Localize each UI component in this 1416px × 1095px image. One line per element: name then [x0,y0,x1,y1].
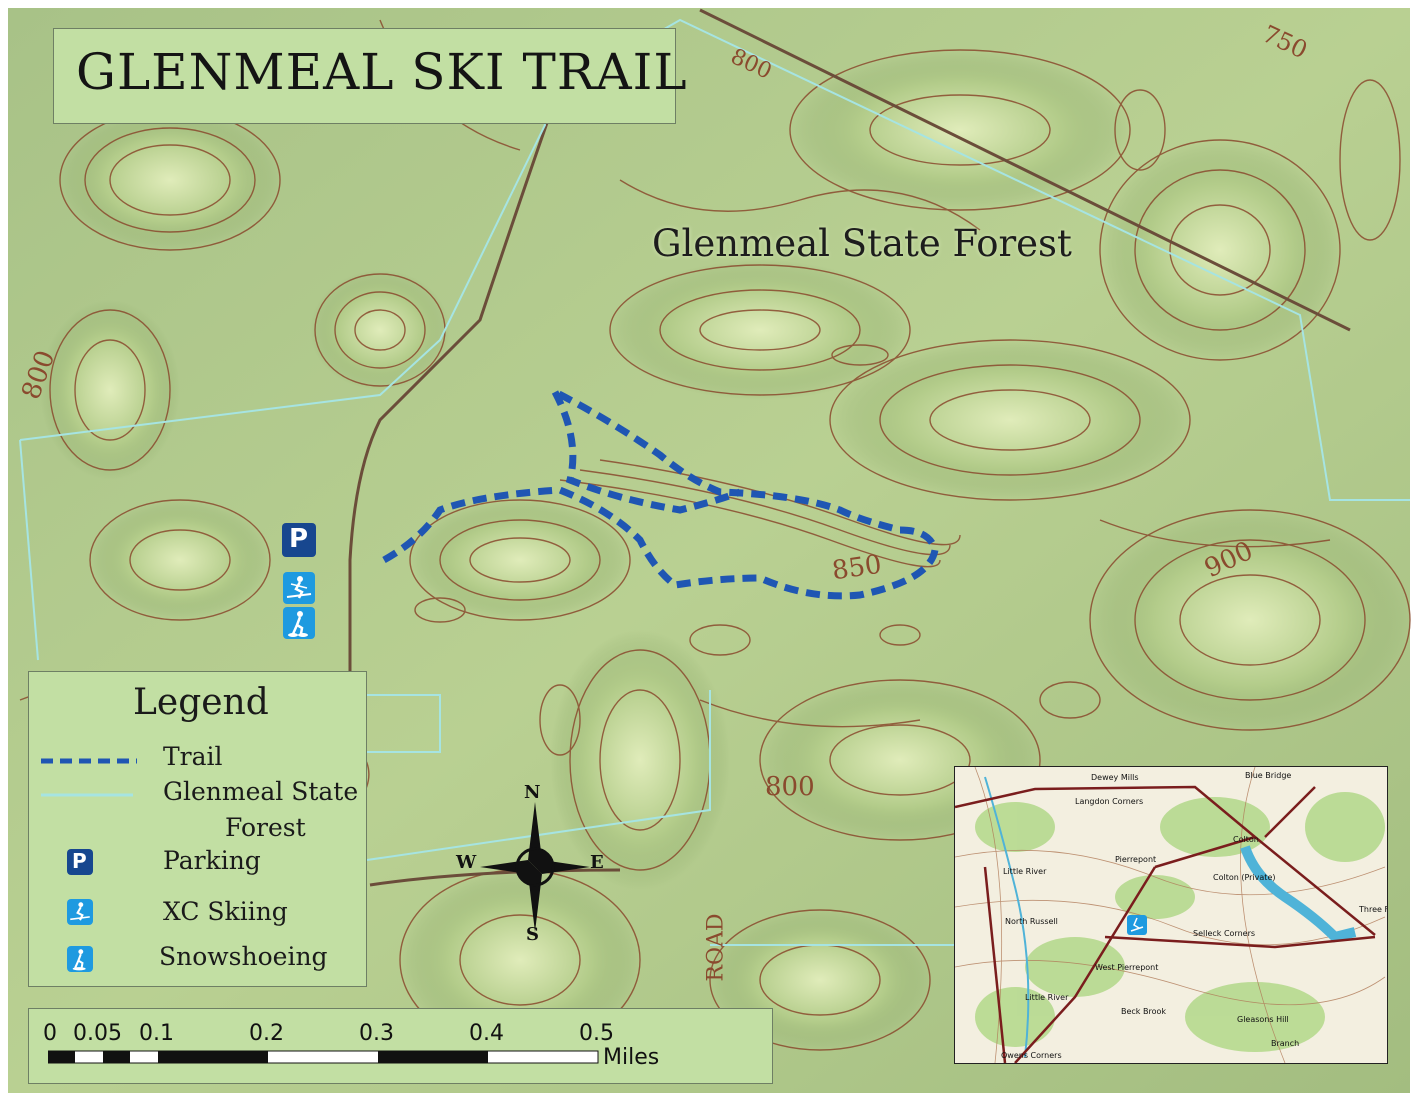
compass-e: E [590,852,604,873]
inset-label: Little River [1003,867,1047,876]
scale-units: Miles [603,1045,660,1070]
scale-bar-panel: 0 0.05 0.1 0.2 0.3 0.4 0.5 Miles [28,1008,773,1084]
map-xc-skiing-icon[interactable] [283,572,315,604]
legend-trail-label: Trail [163,742,223,771]
parking-letter: P [289,524,309,554]
scale-tick-01: 0.1 [139,1021,174,1046]
inset-label: North Russell [1005,917,1058,926]
inset-label: Gleasons Hill [1237,1015,1289,1024]
inset-label: Beck Brook [1121,1007,1167,1016]
legend-xc-skiing-label: XC Skiing [163,897,288,926]
scale-tick-0: 0 [43,1021,57,1046]
legend-parking-icon: P [67,849,93,875]
inset-label: Colton [1233,835,1259,844]
compass-star-icon [480,802,590,932]
inset-locator-map[interactable]: Dewey Mills Langdon Corners Pierrepont C… [954,766,1388,1064]
inset-label: Langdon Corners [1075,797,1144,806]
legend-boundary-label-2: Forest [225,813,306,842]
legend-parking-letter: P [72,849,87,873]
legend-snowshoeing-label: Snowshoeing [159,942,328,971]
legend-trail-symbol [41,758,137,764]
legend-title: Legend [133,682,269,723]
ski-trail[interactable] [382,388,939,600]
scale-tick-05: 0.5 [579,1021,614,1046]
title-panel: GLENMEAL SKI TRAIL [53,28,687,124]
forest-name-label: Glenmeal State Forest [652,222,1072,265]
scale-tick-03: 0.3 [359,1021,394,1046]
inset-label: Little River [1025,993,1069,1002]
legend-snowshoeing-icon [67,946,93,972]
compass-n: N [524,782,541,803]
inset-label: Branch [1271,1039,1300,1048]
compass-w: W [456,852,477,873]
inset-label: Selleck Corners [1193,929,1256,938]
roads [348,8,1351,887]
legend-parking-label: Parking [163,846,261,875]
contour-label-800-south: 800 [765,772,815,802]
scale-tick-02: 0.2 [249,1021,284,1046]
road-label: ROAD [703,913,729,982]
legend-xc-skiing-icon [67,899,93,925]
inset-label: Blue Bridge [1245,771,1292,780]
contour-lines [19,19,1411,1051]
inset-label: Three Falls [1359,905,1388,914]
compass-s: S [526,924,539,945]
legend-boundary-label-1: Glenmeal State [163,777,359,806]
inset-label: Owens Corners [1001,1051,1062,1060]
inset-label: Dewey Mills [1091,773,1139,782]
legend-panel: Legend Trail Glenmeal State Forest P Par… [28,671,367,987]
scale-tick-005: 0.05 [73,1021,122,1046]
scale-tick-04: 0.4 [469,1021,504,1046]
inset-label: Colton (Private) [1213,873,1276,882]
scale-bar-graphic [48,1050,599,1064]
map-snowshoeing-icon[interactable] [283,607,315,639]
legend-boundary-symbol [41,793,133,797]
inset-label: Pierrepont [1115,855,1157,864]
inset-label: West Pierrepont [1095,963,1159,972]
inset-map-graphic [955,767,1387,1063]
map-parking-icon[interactable]: P [282,523,316,557]
compass-rose: N S W E [450,782,620,952]
map-title: GLENMEAL SKI TRAIL [76,43,688,101]
